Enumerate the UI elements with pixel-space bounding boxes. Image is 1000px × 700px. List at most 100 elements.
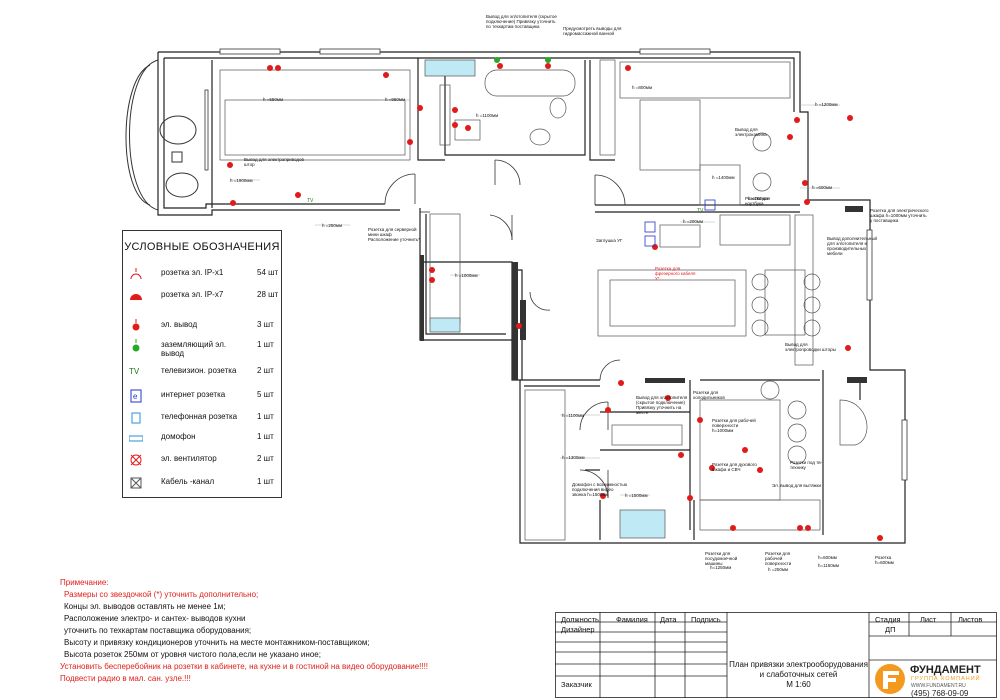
stage-value: ДП <box>885 625 896 634</box>
legend-label: эл. вентилятор <box>161 454 217 463</box>
notes: Примечание: Размеры со звездочкой (*) ут… <box>60 577 440 685</box>
plan-label: h =1200мм <box>815 102 838 107</box>
sheet-label: Лист <box>920 615 937 624</box>
plan-label: h =1400мм <box>712 175 735 180</box>
legend-label: Кабель -канал <box>161 477 215 486</box>
plan-label: Эл. вывод для вытяжки <box>772 483 822 488</box>
plan-label: Вывод для электропроводки шторы <box>785 342 836 352</box>
plan-label: h =1900мм <box>230 178 253 183</box>
plan-label: h =1100мм <box>562 413 585 418</box>
svg-text:e: e <box>133 392 138 401</box>
plan-label: h =600мм <box>812 185 833 190</box>
legend-row: Кабель -канал 1 шт <box>123 474 281 494</box>
note-line: Высоту и привязку кондиционеров уточнить… <box>64 638 370 647</box>
equipment <box>644 199 716 247</box>
legend-count: 1 шт <box>257 412 274 421</box>
legend-row: розетка эл. IP-x1 54 шт <box>123 265 281 285</box>
svg-text:TV: TV <box>697 208 704 214</box>
title-block-grid <box>555 612 997 698</box>
plan-label: Вывод для электроприводов штор <box>244 157 304 167</box>
legend-row: домофон 1 шт <box>123 429 281 449</box>
dimension-lines <box>230 99 840 496</box>
notes-heading: Примечание: <box>60 578 109 587</box>
plan-label: h =950мм <box>385 97 406 102</box>
logo-phone: (495) 768-09-09 <box>911 689 969 698</box>
legend-count: 5 шт <box>257 390 274 399</box>
tb-header: Должность <box>561 615 599 624</box>
plan-label: Розетка для фрезерного кабеля У* <box>655 266 696 281</box>
legend-row: эл. вывод 3 шт <box>123 317 281 337</box>
legend-count: 2 шт <box>257 454 274 463</box>
furniture <box>219 59 868 541</box>
plan-label: Вывод для электрокамина <box>735 127 767 137</box>
plan-label: Розетка для ноутбука <box>745 196 771 206</box>
plan-label: Розетки для посудомоечной машины <box>705 551 738 566</box>
plan-label: Заглушка УГ <box>596 238 623 243</box>
note-line: Подвести радио в мал. сан. узле.!!! <box>60 674 191 683</box>
legend-title: УСЛОВНЫЕ ОБОЗНАЧЕНИЯ <box>124 241 280 253</box>
plan-label: h =250мм <box>322 223 343 228</box>
legend-count: 28 шт <box>257 290 279 299</box>
legend-label: телевизион. розетка <box>161 366 237 375</box>
logo-sub: ГРУППА КОМПАНИЙ <box>911 676 981 682</box>
socket-ip-x1-icon <box>130 268 142 280</box>
sheets-label: Листов <box>958 615 983 624</box>
legend-row: e интернет розетка 5 шт <box>123 387 281 407</box>
legend-count: 1 шт <box>257 340 274 349</box>
plan-label: Вывод дополнительный для эл/отопителя и … <box>827 236 878 256</box>
legend-count: 54 шт <box>257 268 279 277</box>
note-line: Установить бесперебойник на розетки в ка… <box>60 662 429 671</box>
plan-label: h=600мм <box>818 555 837 560</box>
drawing-title-1: План привязки электрооборудования <box>729 660 868 669</box>
stage-label: Стадия <box>875 615 901 624</box>
doors <box>384 159 626 499</box>
legend-count: 3 шт <box>257 320 274 329</box>
phone-socket-icon <box>131 412 141 424</box>
plan-label: h =200мм <box>683 219 704 224</box>
note-line: Концы эл. выводов оставлять не менее 1м; <box>64 602 226 611</box>
grounded-outlet-icon <box>132 339 140 352</box>
drawing-scale: М 1:60 <box>786 680 811 689</box>
plan-label: Розетка для электрического шкафа h=1000м… <box>870 208 929 223</box>
windows <box>204 48 908 481</box>
legend-row: TV телевизион. розетка 2 шт <box>123 363 281 383</box>
legend-label: телефонная розетка <box>161 412 238 421</box>
legend-row: заземляющий эл. вывод 1 шт <box>123 337 281 361</box>
logo-url: WWW.FUNDAMENT.RU <box>911 683 966 689</box>
electric-outlet-icon <box>132 319 140 331</box>
tb-header: Дата <box>660 615 677 624</box>
drawing-title-2: и слаботочных сетей <box>759 670 838 679</box>
plan-label: Розетки под тв-технику <box>790 460 823 470</box>
legend-label: домофон <box>161 432 196 441</box>
legend: УСЛОВНЫЕ ОБОЗНАЧЕНИЯ розетка эл. IP-x1 5… <box>122 230 282 498</box>
plan-label: Розетки для холодильников <box>693 390 725 400</box>
tb-row-label: Дизайнер <box>561 625 595 634</box>
plan-label: Предусмотреть выводы для гидромассажной … <box>563 26 622 36</box>
legend-count: 2 шт <box>257 366 274 375</box>
internet-socket-icon: e <box>130 389 142 403</box>
balcony <box>125 59 199 211</box>
note-line: уточнить по техкартам поставщика оборудо… <box>64 626 252 635</box>
wall-fills <box>420 206 867 383</box>
legend-count: 1 шт <box>257 432 274 441</box>
tb-row-label: Заказчик <box>561 680 592 689</box>
legend-label: розетка эл. IP-x7 <box>161 290 224 299</box>
company-logo-icon <box>875 664 905 694</box>
legend-count: 1 шт <box>257 477 274 486</box>
plan-label: h =1100мм <box>476 113 499 118</box>
plan-label: Розетки для духового шкафа и СВЧ <box>712 462 757 472</box>
plan-label: Вывод для эл/отопителя (скрытое подключе… <box>486 14 557 29</box>
legend-row: телефонная розетка 1 шт <box>123 409 281 429</box>
note-line: Высота розеток 250мм от уровня чистого п… <box>64 650 321 659</box>
legend-label: розетка эл. IP-x1 <box>161 268 224 277</box>
plan-label: Розетки для рабочей поверхности h=1000мм <box>712 418 756 433</box>
plan-label: h=1150мм <box>818 563 839 568</box>
plan-label: Вывод для эл/отопителя (скрытое подключе… <box>636 395 688 415</box>
legend-label: заземляющий эл. вывод <box>161 340 227 358</box>
svg-text:TV: TV <box>307 198 314 204</box>
socket-ip-x7-icon <box>130 294 142 300</box>
outlets <box>227 63 883 541</box>
legend-row: розетка эл. IP-x7 28 шт <box>123 287 281 307</box>
plan-label: h =250мм <box>768 567 789 572</box>
plan-label: Домофон с возможностью подключения видео… <box>572 482 628 497</box>
